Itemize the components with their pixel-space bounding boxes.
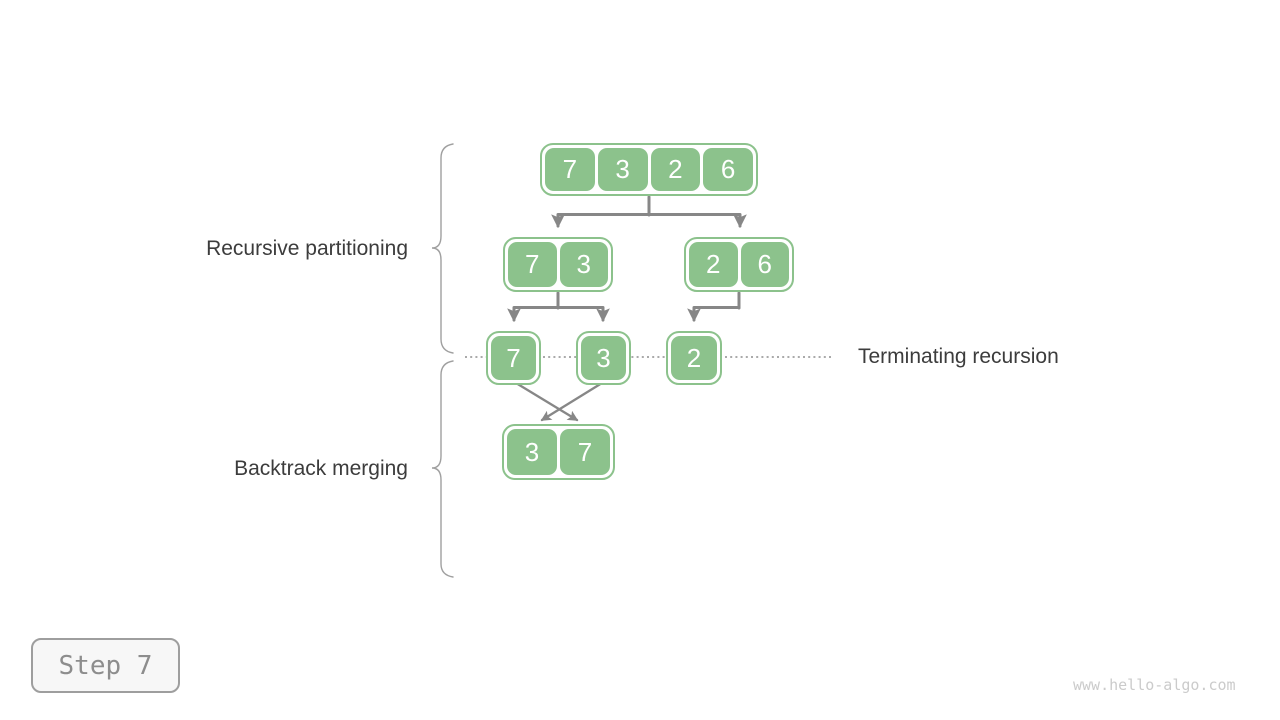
array-cell: 2 <box>689 242 738 287</box>
label-terminating-recursion: Terminating recursion <box>858 345 1059 368</box>
array-node-leaf-7: 7 <box>486 331 541 385</box>
step-badge: Step 7 <box>31 638 180 693</box>
merge-cross-arrows <box>514 381 604 422</box>
array-node-leaf-3: 3 <box>576 331 631 385</box>
array-cell: 3 <box>507 429 557 475</box>
array-cell: 7 <box>560 429 610 475</box>
split-arrows-root <box>551 195 747 229</box>
array-cell: 7 <box>491 336 536 380</box>
array-cell: 3 <box>559 242 608 287</box>
array-cell: 2 <box>671 336 717 380</box>
label-backtrack-merging: Backtrack merging <box>234 457 408 480</box>
array-cell: 7 <box>545 148 595 191</box>
label-recursive-partitioning: Recursive partitioning <box>206 237 408 260</box>
array-cell: 3 <box>597 148 648 191</box>
array-node-left-pair: 7 3 <box>503 237 613 292</box>
array-node-root: 7 3 2 6 <box>540 143 758 196</box>
array-cell: 3 <box>581 336 626 380</box>
array-cell: 6 <box>703 148 753 191</box>
brace-recursive-partitioning <box>431 143 454 354</box>
split-arrows-left-pair <box>507 291 610 323</box>
array-node-merged-pair: 3 7 <box>502 424 615 480</box>
array-cell: 6 <box>740 242 789 287</box>
array-cell: 2 <box>650 148 701 191</box>
brace-backtrack-merging <box>431 360 454 578</box>
array-cell: 7 <box>508 242 557 287</box>
split-arrow-right-pair <box>687 291 741 323</box>
watermark: www.hello-algo.com <box>1073 676 1236 694</box>
array-node-leaf-2: 2 <box>666 331 722 385</box>
array-node-right-pair: 2 6 <box>684 237 794 292</box>
